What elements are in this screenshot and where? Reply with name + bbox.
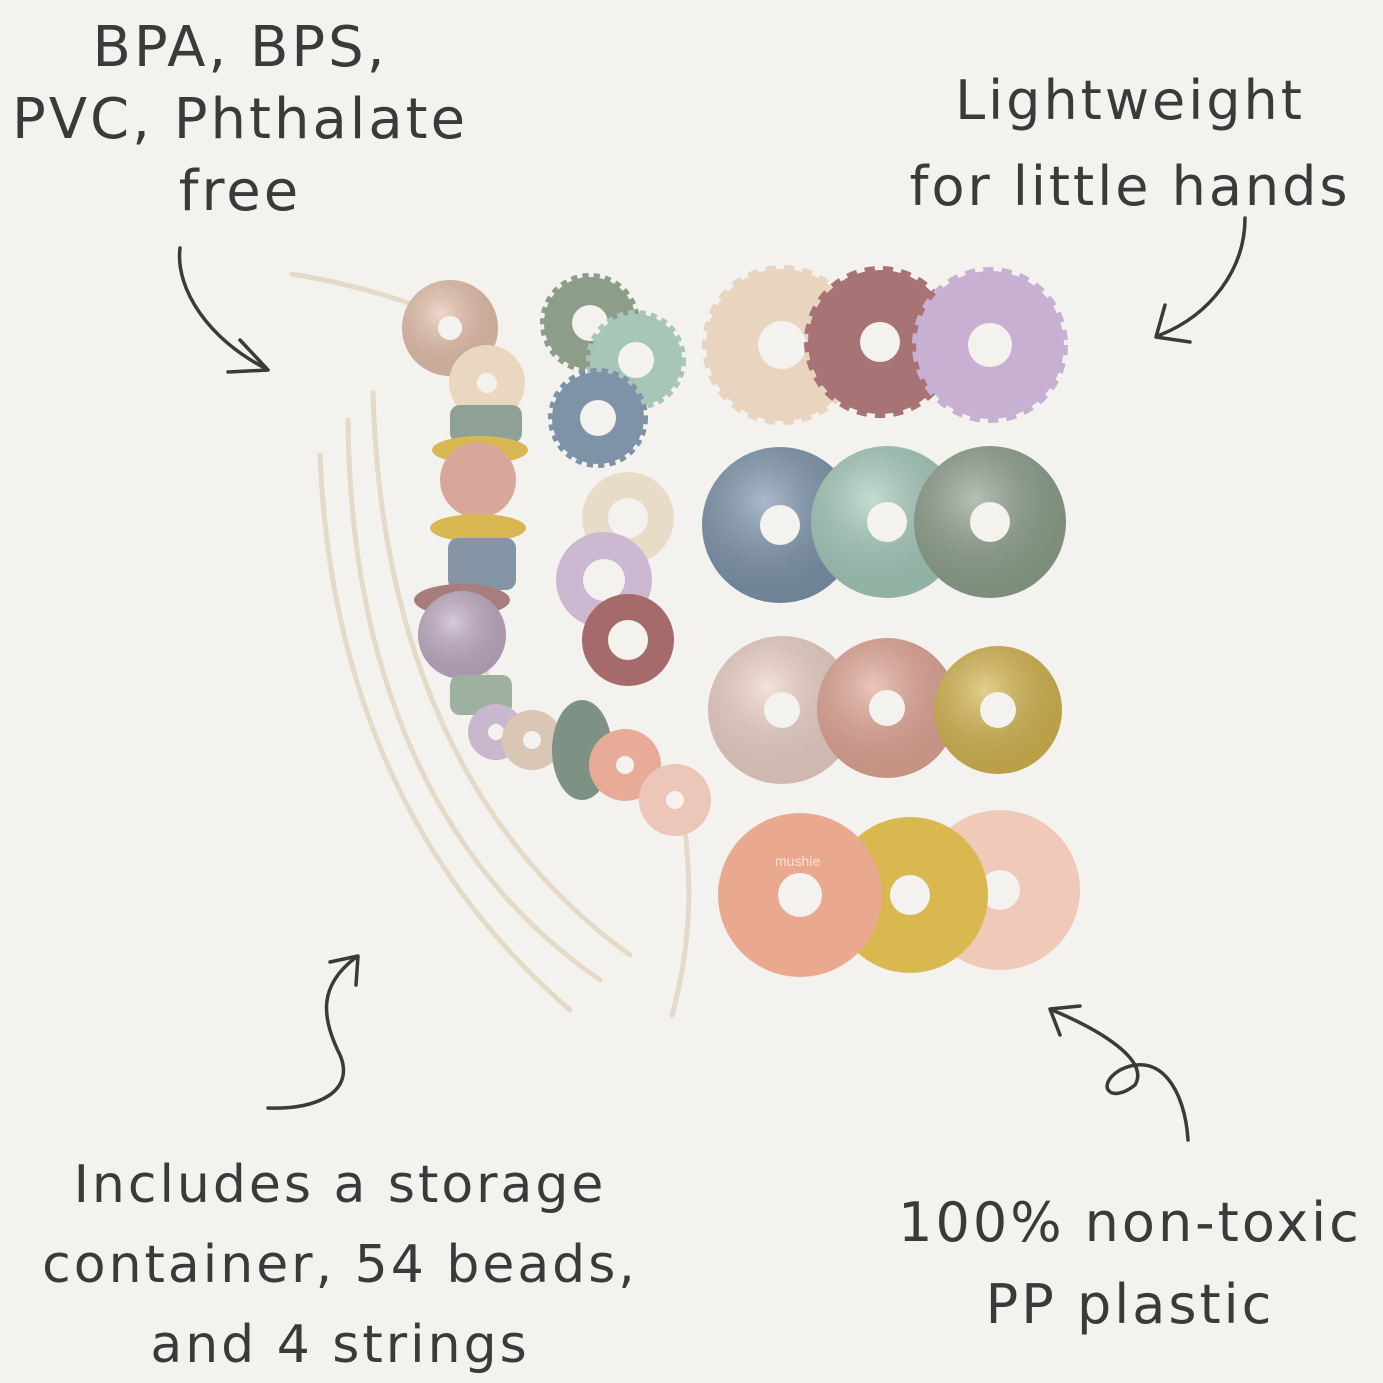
callout-lightweight: Lightweight for little hands (880, 58, 1380, 230)
string-2 (345, 417, 603, 983)
callout-contents: Includes a storage container, 54 beads, … (0, 1145, 680, 1383)
row-puffy-flowers (708, 636, 1062, 784)
string-3 (370, 390, 633, 958)
bead-daisy-lavender-large (912, 267, 1068, 423)
bead-puffy-blush (708, 636, 856, 784)
brand-mark: mushie (775, 853, 820, 869)
row-saucers (702, 446, 1066, 603)
callout-plastic-line-1: 100% non-toxic (898, 1191, 1362, 1254)
bead-flat-flower-peach (589, 729, 661, 801)
bead-ring-rose (582, 594, 674, 686)
callout-plastic-line-2: PP plastic (985, 1273, 1275, 1336)
callout-contents-line-2: container, 54 beads, (42, 1235, 638, 1295)
bead-ribbed-slate (448, 538, 516, 590)
bead-flat-flower-peach-large (718, 813, 882, 977)
callout-weight-line-2: for little hands (909, 155, 1351, 218)
arrow-contents (266, 954, 360, 1110)
callout-materials-free: BPA, BPS, PVC, Phthalate free (0, 12, 480, 228)
bead-ribbed-sage-1 (450, 405, 522, 443)
row-daisies (702, 265, 1068, 425)
gear-beads (540, 273, 686, 468)
ring-beads (556, 472, 674, 686)
arrow-weight (1154, 216, 1247, 344)
bead-saucer-sage-large (914, 446, 1066, 598)
bead-daisy-rose-large (804, 266, 956, 418)
callout-pp-plastic: 100% non-toxic PP plastic (880, 1182, 1380, 1346)
bead-saucer-blue (702, 447, 858, 603)
callout-contents-line-1: Includes a storage (73, 1155, 607, 1215)
bead-puffy-peach (817, 638, 957, 778)
arrow-materials (177, 246, 270, 374)
bead-flower-mustard-2 (430, 514, 526, 542)
row-flat-flowers: mushie (718, 810, 1080, 977)
arrow-plastic (1048, 1004, 1190, 1142)
bead-flower-pink (440, 442, 516, 518)
bead-daisy-cream (449, 345, 525, 421)
callout-materials-line-1: BPA, BPS, (92, 15, 388, 80)
callout-contents-line-3: and 4 strings (150, 1315, 530, 1375)
string-1 (317, 452, 573, 1013)
bead-puffy-mustard (934, 646, 1062, 774)
loose-strings (317, 390, 633, 1013)
bead-flat-flower-pink (639, 764, 711, 836)
bead-gear-slate (548, 368, 648, 468)
callout-weight-line-1: Lightweight (955, 69, 1305, 132)
callout-materials-line-2: PVC, Phthalate (11, 87, 469, 152)
bead-ring-cream-small (502, 710, 562, 770)
threaded-bead-stack (402, 280, 711, 836)
callout-materials-line-3: free (178, 159, 302, 224)
